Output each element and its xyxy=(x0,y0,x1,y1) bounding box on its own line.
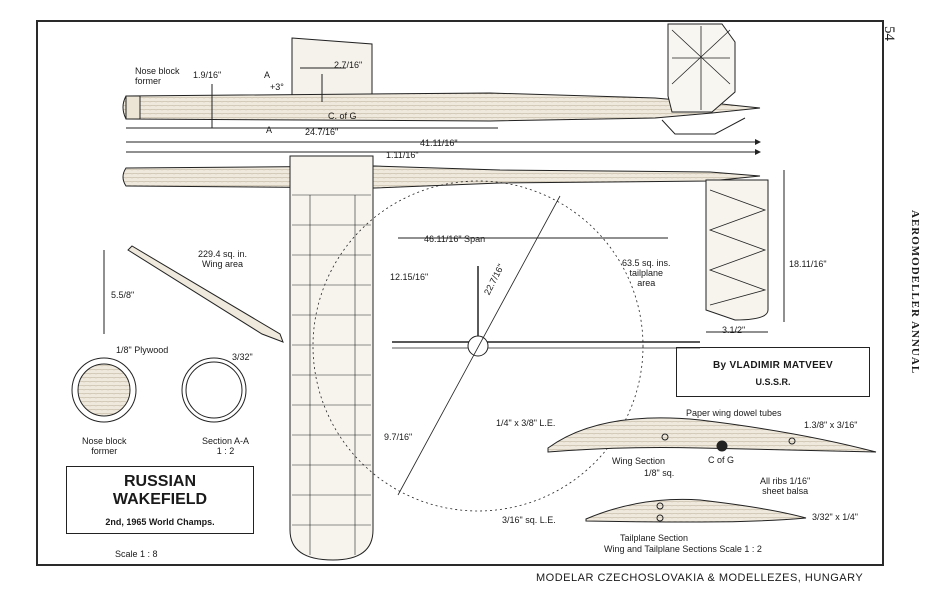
title-line1: RUSSIAN xyxy=(123,473,196,490)
side-view xyxy=(122,23,761,145)
plywood-label: 1/8" Plywood xyxy=(116,345,169,355)
dim-24-7-16: 24.7/16" xyxy=(305,127,339,137)
author-box: By VLADIMIR MATVEEV U.S.S.R. xyxy=(676,347,870,397)
nose-block-former-bottom: Nose block former xyxy=(82,436,127,456)
c-of-g-section: C of G xyxy=(708,455,735,465)
section-aa-label: Section A-A 1 : 2 xyxy=(202,436,250,456)
dim-1-9-16: 1.9/16" xyxy=(193,70,222,80)
nose-block-side xyxy=(125,95,141,120)
drawing-border xyxy=(36,20,884,566)
dim-12-15-16: 12.15/16" xyxy=(390,272,429,282)
title-line2: WAKEFIELD xyxy=(112,491,208,508)
page-number: 54 xyxy=(881,26,897,41)
te-tail-label: 3/32" x 1/4" xyxy=(812,512,858,522)
incidence-angle: +3° xyxy=(270,82,284,92)
wing-section xyxy=(547,417,877,453)
tail-area: 63.5 sq. ins. tailplane area xyxy=(622,258,671,288)
c-of-g-top: C. of G xyxy=(328,111,357,121)
wing-section-label: Wing Section xyxy=(612,456,666,466)
front-view xyxy=(312,180,700,512)
dim-3-1-2: 3.1/2" xyxy=(722,325,746,335)
tail-section-label: Tailplane Section xyxy=(620,533,689,543)
wing-plan xyxy=(289,155,374,561)
fuselage-side xyxy=(122,92,761,122)
nose-block-former-top: Nose block former xyxy=(135,66,180,86)
title-box: RUSSIAN WAKEFIELD 2nd, 1965 World Champs… xyxy=(66,466,254,534)
sections-scale-label: Wing and Tailplane Sections Scale 1 : 2 xyxy=(604,544,762,554)
tailplane-section xyxy=(585,498,807,523)
dim-2-7-16: 2.7/16" xyxy=(334,60,363,70)
plan-fuselage xyxy=(122,149,761,189)
propeller-arc xyxy=(312,180,644,512)
rudder xyxy=(667,23,736,113)
le-wing-label: 1/4" x 3/8" L.E. xyxy=(496,418,556,428)
dim-1-11-16: 1.11/16" xyxy=(386,150,419,160)
wing-area: 229.4 sq. in. Wing area xyxy=(198,249,248,269)
span-label: 46.11/16" Span xyxy=(424,234,486,244)
title-line3: 2nd, 1965 World Champs. xyxy=(105,517,215,527)
dim-9-7-16: 9.7/16" xyxy=(384,432,413,442)
sq-1-8-label: 1/8" sq. xyxy=(644,468,675,478)
arrow-a-top: A xyxy=(264,70,271,80)
dowel-tubes-label: Paper wing dowel tubes xyxy=(686,408,782,418)
scale-main: Scale 1 : 8 xyxy=(115,549,158,559)
dim-18-11-16: 18.11/16" xyxy=(789,259,827,269)
dim-3-32: 3/32" xyxy=(232,352,253,362)
section-circles xyxy=(71,357,247,423)
side-header: AEROMODELLER ANNUAL xyxy=(909,210,921,375)
ribs-label: All ribs 1/16" sheet balsa xyxy=(760,476,811,496)
te-wing-label: 1.3/8" x 3/16" xyxy=(804,420,858,430)
author-name: By VLADIMIR MATVEEV xyxy=(713,360,833,371)
dim-5-5-8: 5.5/8" xyxy=(111,290,135,300)
tailplane-plan xyxy=(705,170,785,333)
dihedral-view xyxy=(103,245,284,343)
le-tail-label: 3/16" sq. L.E. xyxy=(502,515,556,525)
arrow-a-bottom: A xyxy=(266,125,273,135)
dim-41-11-16: 41.11/16" xyxy=(420,138,458,148)
footer-credit: MODELAR CZECHOSLOVAKIA & MODELLEZES, HUN… xyxy=(536,572,864,584)
author-country: U.S.S.R. xyxy=(755,377,791,387)
